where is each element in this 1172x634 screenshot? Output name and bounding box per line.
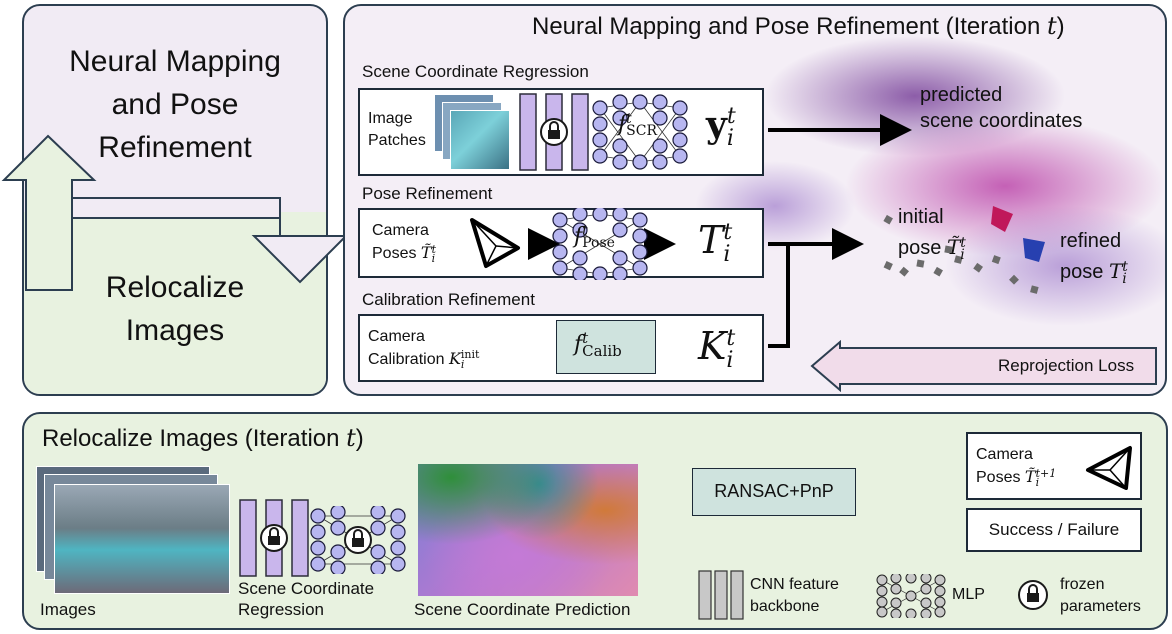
left-mapping-title: Neural Mapping and Pose Refinement [69, 45, 281, 164]
pose-section-label: Pose Refinement [362, 184, 493, 203]
success-failure-box [966, 508, 1142, 552]
reloc-scr-label: Scene Coordinate Regression [238, 579, 375, 619]
images-label: Images [40, 600, 96, 619]
scr-backbone [519, 93, 589, 171]
legend-mlp-icon [876, 574, 946, 618]
camera-frustum-icon [470, 218, 520, 268]
calib-section-label: Calibration Refinement [362, 290, 535, 309]
refined-pose-marker [1023, 238, 1045, 262]
legend-mlp-label: MLP [952, 586, 985, 603]
mapping-title: Neural Mapping and Pose Refinement (Iter… [532, 12, 1065, 40]
image-patch-stack [434, 94, 516, 174]
scr-mlp-icon [592, 94, 688, 170]
image-patches-label: Image Patches [368, 110, 426, 149]
legend-cnn-icon [698, 570, 744, 620]
ransac-label: RANSAC+PnP [714, 481, 834, 501]
reloc-backbone [239, 499, 309, 577]
reprojection-loss-label: Reprojection Loss [998, 356, 1135, 375]
cycle-arrows [1, 134, 349, 291]
predicted-coords-label: predicted scene coordinates [920, 84, 1083, 132]
legend-cnn-label: CNN feature backbone [750, 576, 839, 615]
legend-lock-icon [1018, 580, 1048, 610]
ransac-box [692, 468, 856, 516]
scene-coordinate-prediction-image [418, 464, 638, 596]
success-failure-label: Success / Failure [988, 520, 1120, 539]
scr-section-label: Scene Coordinate Regression [362, 62, 589, 81]
reprojection-loss-arrow [810, 340, 1157, 392]
up-arrow [1, 134, 97, 291]
initial-pose-marker [991, 206, 1013, 232]
down-arrow [71, 197, 349, 284]
calib-module-box [556, 320, 656, 374]
output-camera-icon [1086, 446, 1132, 490]
reloc-mlp-icon [310, 506, 406, 574]
point-cloud [695, 36, 1165, 326]
prediction-label: Scene Coordinate Prediction [414, 600, 631, 619]
image-stack [36, 466, 232, 596]
pose-cameras [883, 214, 1039, 294]
relocalize-title: Relocalize Images (Iteration t) [42, 424, 364, 452]
pose-mlp-icon [552, 208, 648, 280]
legend-frozen-label: frozen parameters [1060, 576, 1141, 615]
left-relocalize-title: Relocalize Images [105, 271, 245, 347]
